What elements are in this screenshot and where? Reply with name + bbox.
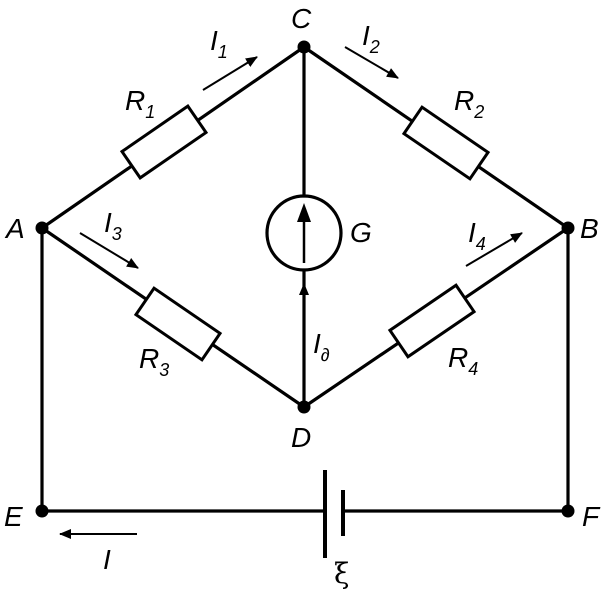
resistor-r4 bbox=[387, 283, 477, 359]
resistor-label-r3: R3 bbox=[139, 343, 169, 380]
node-dot-b bbox=[561, 221, 575, 235]
current-label-i: I bbox=[103, 544, 111, 575]
current-label-i4: I4 bbox=[468, 217, 486, 254]
current-label-i2: I2 bbox=[362, 20, 380, 57]
node-dot-f bbox=[561, 504, 575, 518]
node-dot-d bbox=[297, 400, 311, 414]
resistor-r2 bbox=[401, 105, 491, 181]
current-arrow-i4 bbox=[465, 232, 523, 267]
galvanometer-needle-head bbox=[297, 203, 311, 222]
emf-label: ξ bbox=[334, 557, 349, 590]
node-label-a: A bbox=[4, 213, 25, 244]
node-label-e: E bbox=[4, 501, 23, 532]
node-dot-e bbox=[35, 504, 49, 518]
node-label-f: F bbox=[582, 501, 601, 532]
current-arrow-i1 bbox=[202, 56, 258, 91]
galvanometer-label: G bbox=[350, 217, 372, 248]
current-label-i3: I3 bbox=[104, 207, 122, 244]
current-label-ig: I∂ bbox=[313, 328, 330, 365]
node-label-c: C bbox=[291, 3, 312, 34]
resistor-label-r2: R2 bbox=[454, 85, 484, 122]
resistor-r1 bbox=[119, 104, 209, 180]
node-dot-a bbox=[35, 221, 49, 235]
resistor-r3 bbox=[133, 286, 223, 362]
galvanometer bbox=[265, 194, 343, 272]
node-label-d: D bbox=[291, 422, 311, 453]
current-arrow-i3 bbox=[79, 232, 139, 269]
current-arrow-i2 bbox=[344, 46, 399, 79]
current-label-i1: I1 bbox=[210, 25, 228, 62]
node-label-b: B bbox=[580, 213, 599, 244]
resistor-label-r1: R1 bbox=[125, 85, 155, 122]
node-dot-c bbox=[297, 40, 311, 54]
resistor-label-r4: R4 bbox=[448, 342, 478, 379]
